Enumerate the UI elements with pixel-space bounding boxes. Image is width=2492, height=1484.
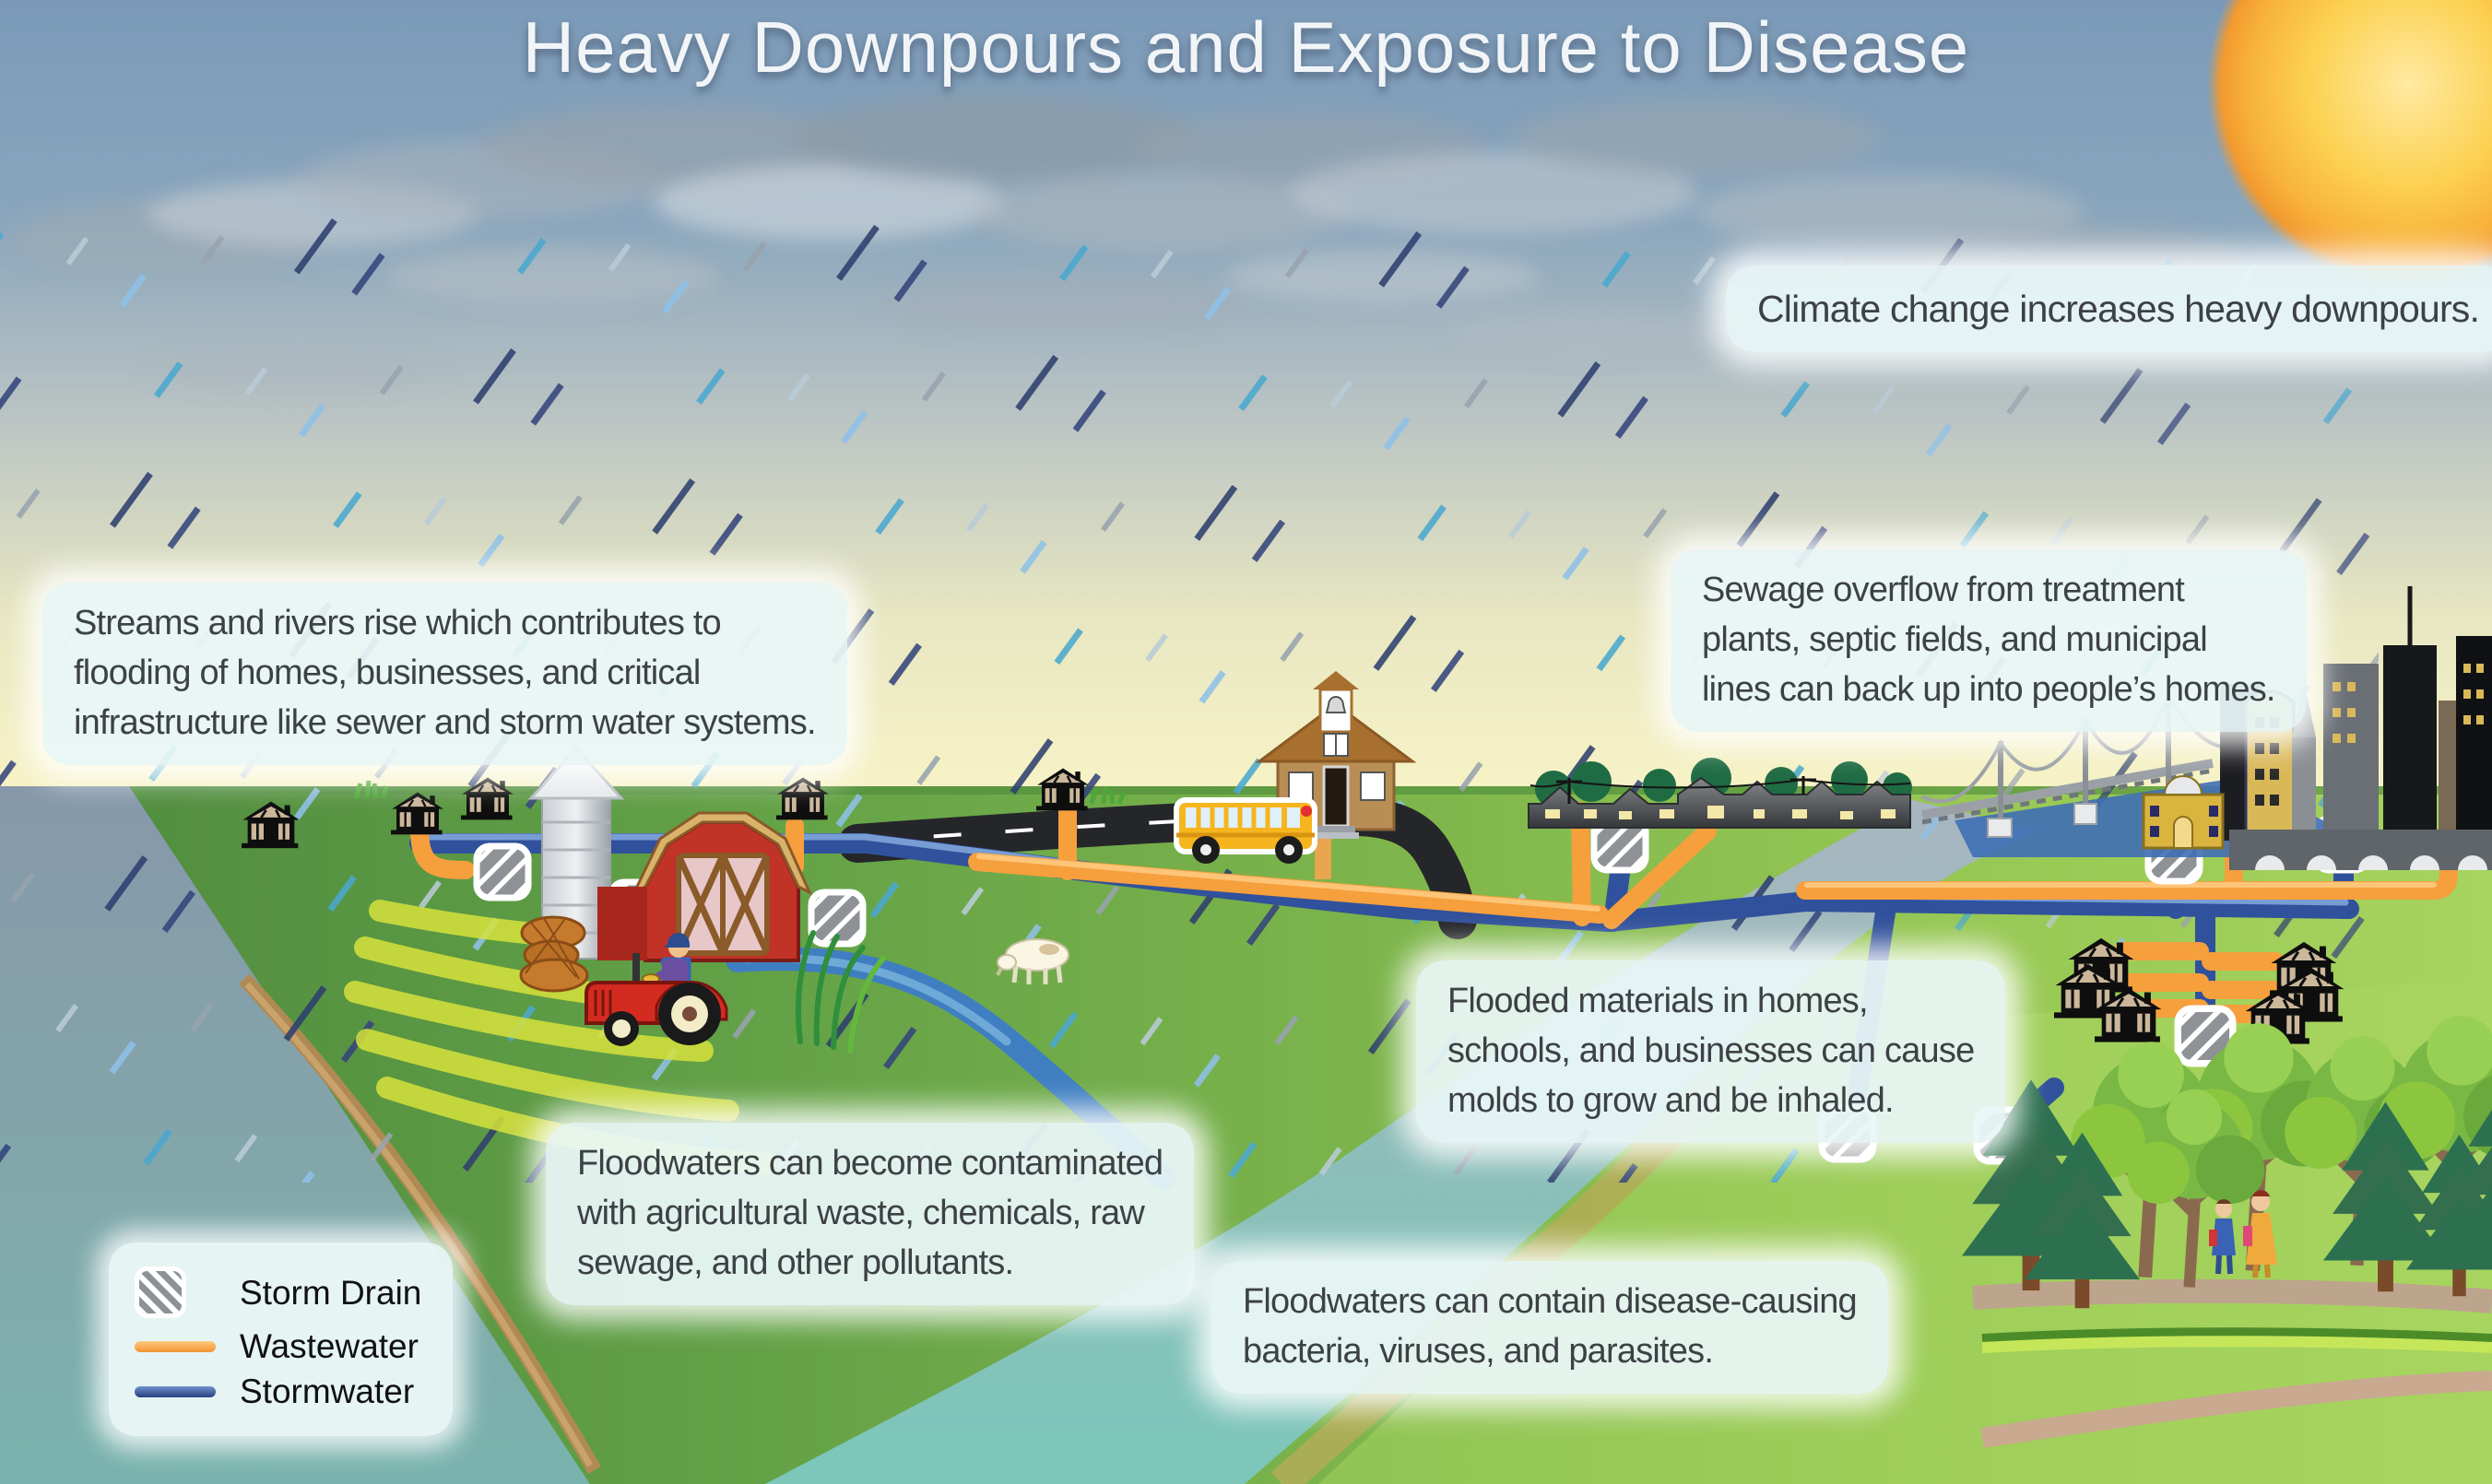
person-yellow (2243, 1190, 2277, 1278)
legend-label: Wastewater (240, 1327, 419, 1365)
legend-label: Storm Drain (240, 1273, 422, 1312)
callout-disease-bacteria: Floodwaters can contain disease-causing … (1211, 1261, 1888, 1394)
page-title: Heavy Downpours and Exposure to Disease (522, 6, 1970, 88)
tractor (585, 933, 728, 1046)
forest (1962, 1016, 2492, 1448)
cow (996, 938, 1069, 984)
storm-drain-icon (135, 1266, 186, 1318)
legend-label: Stormwater (240, 1372, 415, 1410)
power-lines (1529, 776, 1911, 804)
legend-row-storm-drain: Storm Drain (135, 1266, 421, 1318)
hay-bale (519, 915, 589, 993)
legend-row-wastewater: Wastewater (135, 1329, 421, 1363)
sun (2207, 0, 2492, 286)
wastewater-line-icon (135, 1340, 216, 1352)
legend: Storm Drain Wastewater Stormwater (109, 1243, 454, 1436)
schoolhouse (1255, 671, 1417, 839)
reeds (795, 930, 886, 1054)
legend-row-stormwater: Stormwater (135, 1374, 421, 1408)
town-silhouette (1528, 758, 1912, 829)
callout-contaminated-floodwaters: Floodwaters can become contaminated with… (546, 1123, 1195, 1305)
town-trees (1535, 758, 1912, 807)
barn (597, 811, 813, 962)
grass-tufts (353, 780, 1127, 805)
person-blue (2209, 1199, 2236, 1275)
stormwater-line-icon (135, 1385, 216, 1397)
callout-sewage-overflow: Sewage overflow from treatment plants, s… (1671, 549, 2307, 732)
callout-streams-rivers: Streams and rivers rise which contribute… (42, 583, 847, 765)
school-bus (1174, 797, 1317, 864)
callout-flooded-materials: Flooded materials in homes, schools, and… (1416, 960, 2006, 1143)
people (2209, 1190, 2277, 1278)
callout-climate-change: Climate change increases heavy downpours… (1726, 265, 2492, 353)
